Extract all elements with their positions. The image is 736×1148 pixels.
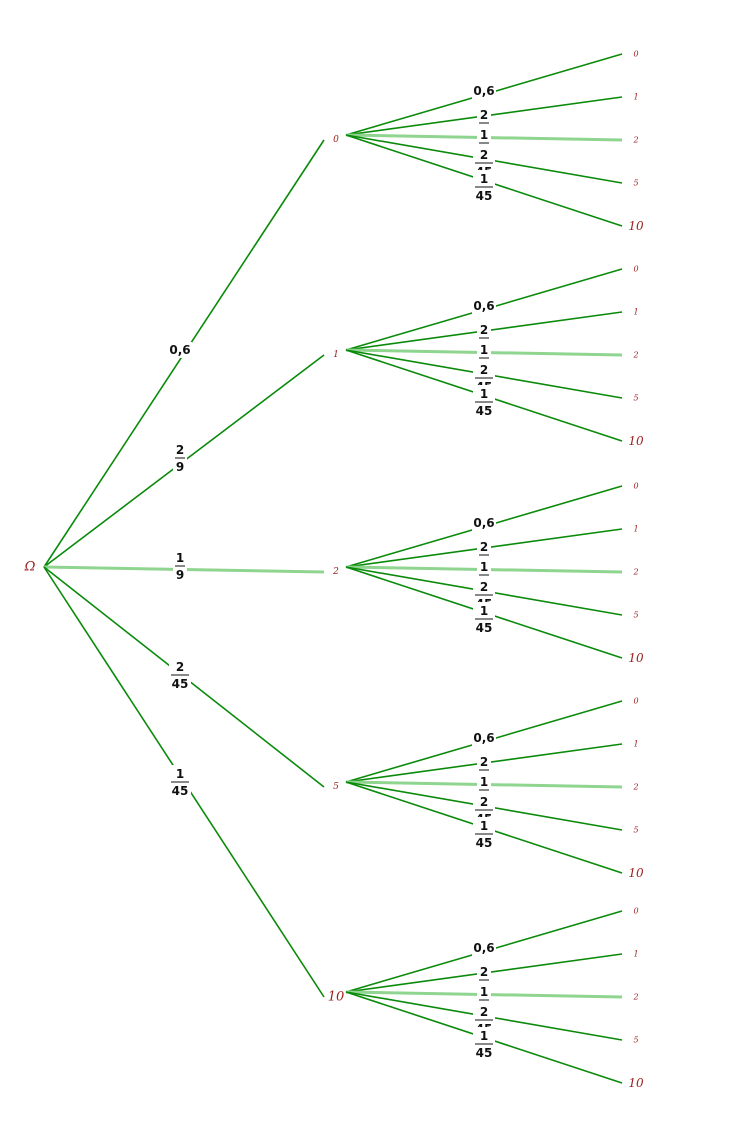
prob-denominator: 45 [476, 404, 493, 418]
leaf-1-1: 1 [633, 308, 638, 317]
leaf-10-5: 5 [633, 1036, 638, 1045]
prob-denominator: 9 [176, 568, 184, 582]
leaf-0-1: 1 [633, 93, 638, 102]
leaf-5-0: 0 [633, 697, 638, 706]
prob-numerator: 2 [480, 580, 488, 594]
prob-root-2: 19 [173, 549, 187, 583]
prob-value: 0,6 [473, 731, 494, 745]
prob-numerator: 1 [480, 560, 488, 574]
prob-numerator: 1 [480, 775, 488, 789]
leaf-5-10: 10 [628, 866, 644, 880]
prob-value: 0,6 [169, 343, 190, 357]
prob-numerator: 2 [480, 795, 488, 809]
prob-numerator: 1 [480, 343, 488, 357]
leaf-1-5: 5 [633, 394, 638, 403]
prob-2-0: 0,6 [472, 515, 496, 531]
leaf-5-1: 1 [633, 740, 638, 749]
prob-denominator: 45 [476, 189, 493, 203]
prob-denominator: 45 [172, 784, 189, 798]
leaf-10-2: 2 [632, 993, 638, 1002]
leaf-2-10: 10 [628, 651, 644, 665]
leaf-0-5: 5 [633, 179, 638, 188]
prob-numerator: 1 [480, 985, 488, 999]
prob-1-10: 145 [473, 385, 495, 419]
prob-value: 0,6 [473, 299, 494, 313]
leaf-5-5: 5 [633, 826, 638, 835]
prob-root-5: 245 [169, 658, 191, 692]
prob-numerator: 2 [480, 323, 488, 337]
prob-root-10: 145 [169, 765, 191, 799]
root-node: Ω [24, 560, 36, 575]
prob-numerator: 1 [480, 819, 488, 833]
leaf-1-10: 10 [628, 434, 644, 448]
prob-0-0: 0,6 [472, 83, 496, 99]
prob-denominator: 45 [172, 677, 189, 691]
leaf-1-0: 0 [633, 265, 638, 274]
prob-numerator: 2 [176, 660, 184, 674]
leaf-2-5: 5 [633, 611, 638, 620]
prob-numerator: 2 [480, 1005, 488, 1019]
leaf-2-0: 0 [633, 482, 638, 491]
prob-numerator: 2 [480, 965, 488, 979]
prob-numerator: 2 [480, 108, 488, 122]
labels-layer: Ω00,61292195245101450125100,629192451450… [24, 50, 644, 1091]
prob-2-10: 145 [473, 602, 495, 636]
node-5: 5 [333, 782, 339, 792]
prob-numerator: 1 [480, 172, 488, 186]
leaf-10-1: 1 [633, 950, 638, 959]
prob-numerator: 1 [480, 387, 488, 401]
leaf-0-10: 10 [628, 219, 644, 233]
prob-numerator: 2 [480, 755, 488, 769]
prob-numerator: 1 [480, 128, 488, 142]
prob-value: 0,6 [473, 516, 494, 530]
prob-5-10: 145 [473, 817, 495, 851]
prob-numerator: 1 [480, 604, 488, 618]
leaf-1-2: 2 [632, 351, 638, 360]
leaf-2-1: 1 [633, 525, 638, 534]
leaf-0-2: 2 [632, 136, 638, 145]
prob-value: 0,6 [473, 84, 494, 98]
prob-numerator: 2 [480, 540, 488, 554]
prob-denominator: 45 [476, 1046, 493, 1060]
leaf-10-10: 10 [628, 1076, 644, 1090]
leaf-2-2: 2 [632, 568, 638, 577]
node-1: 1 [333, 350, 339, 360]
prob-numerator: 2 [176, 443, 184, 457]
prob-numerator: 2 [480, 148, 488, 162]
prob-numerator: 1 [176, 767, 184, 781]
prob-10-10: 145 [473, 1027, 495, 1061]
prob-denominator: 45 [476, 836, 493, 850]
leaf-10-0: 0 [633, 907, 638, 916]
prob-0-10: 145 [473, 170, 495, 204]
prob-denominator: 9 [176, 460, 184, 474]
node-10: 10 [328, 990, 345, 1005]
prob-root-0: 0,6 [168, 342, 192, 358]
leaf-0-0: 0 [633, 50, 638, 59]
prob-5-0: 0,6 [472, 730, 496, 746]
prob-value: 0,6 [473, 941, 494, 955]
node-0: 0 [333, 135, 339, 145]
prob-numerator: 1 [480, 1029, 488, 1043]
prob-root-1: 29 [173, 441, 187, 475]
prob-denominator: 45 [476, 621, 493, 635]
leaf-5-2: 2 [632, 783, 638, 792]
node-2: 2 [332, 567, 339, 577]
prob-numerator: 2 [480, 363, 488, 377]
prob-10-0: 0,6 [472, 940, 496, 956]
prob-numerator: 1 [176, 551, 184, 565]
prob-1-0: 0,6 [472, 298, 496, 314]
